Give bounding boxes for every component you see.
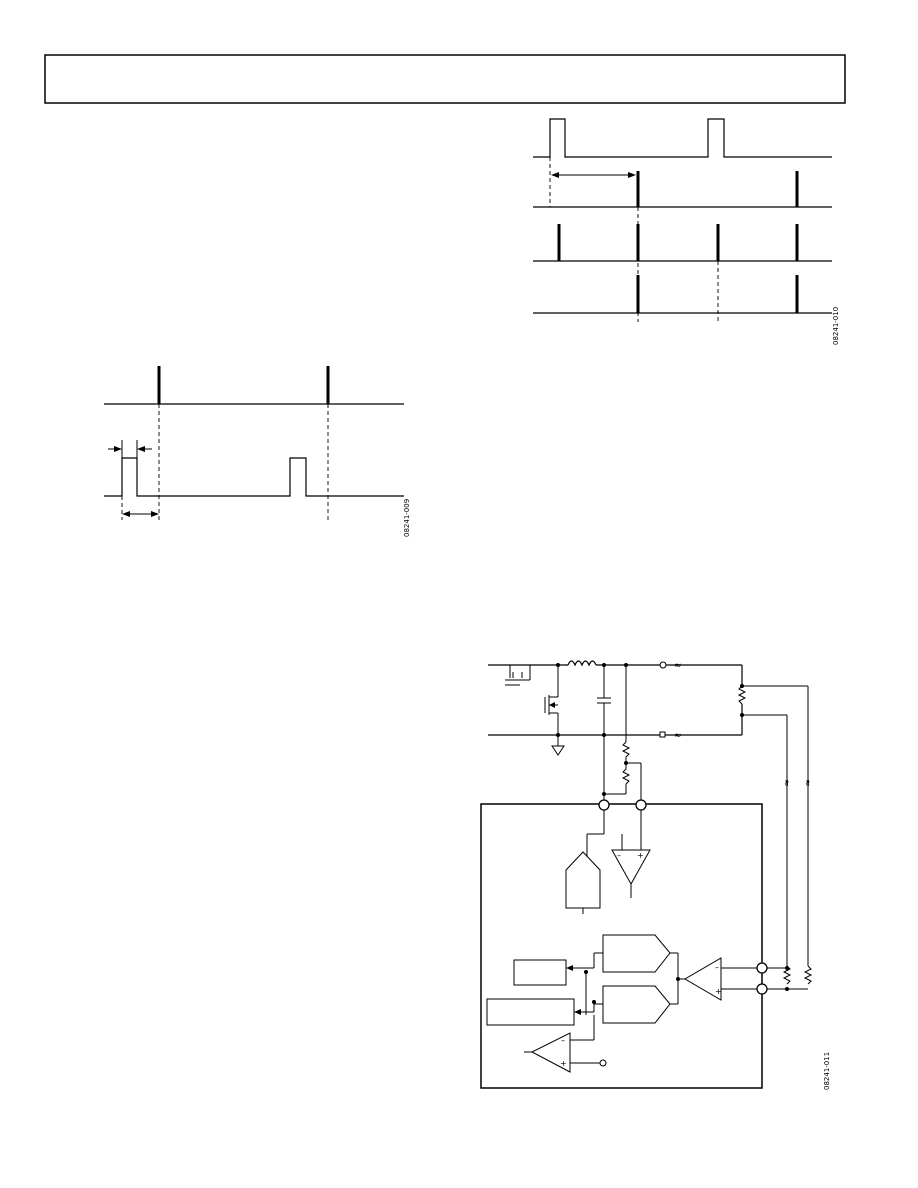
reference-amp [530,1032,571,1073]
svg-text:≈: ≈ [674,731,682,741]
svg-text:≈: ≈ [674,661,682,671]
inductor [567,660,597,667]
ic-pin [756,983,768,995]
ic-boundary [480,803,763,1089]
left-timing-diagram: 08241-009 [104,366,411,537]
adc-block [565,851,601,909]
svg-text:≈: ≈ [802,779,812,787]
delay-arrow [551,172,636,178]
ic-pin [635,799,647,811]
diff-amp [684,957,722,1001]
ic-pin [756,962,768,974]
page-header-box [44,54,846,104]
comparator-block-lower [602,985,671,1024]
left-trace-2 [104,457,404,497]
svg-text:–: – [561,1036,565,1045]
block-diagram: ≈ [480,660,813,1089]
current-sense-amp [611,849,651,886]
figure-ref-label: 08241-010 [832,307,840,345]
logic-block-upper [513,959,567,986]
pulse-width-marker [108,440,152,458]
comparator-block-upper [602,934,671,973]
figure-ref-label: 08241-011 [823,1052,831,1090]
ground-symbol [551,735,565,756]
svg-text:+: + [560,1059,567,1068]
sense-resistor-bottom [621,768,631,785]
sense-resistor-top [621,741,631,758]
top-timing-diagram: 08241-010 [533,118,840,345]
svg-text:≈: ≈ [781,779,791,787]
logic-block-lower [486,998,575,1026]
figure-ref-label: 08241-009 [403,499,411,537]
svg-text:+: + [637,851,644,860]
high-side-mosfet [505,665,531,686]
load-resistor [737,685,747,705]
svg-text:–: – [617,851,621,860]
ic-pin [598,799,610,811]
svg-text:–: – [715,963,719,972]
left-delay-arrow [121,496,159,520]
low-side-mosfet [544,665,559,735]
timing-trace-1 [533,118,832,158]
output-capacitor [597,665,611,735]
svg-text:+: + [715,987,722,996]
